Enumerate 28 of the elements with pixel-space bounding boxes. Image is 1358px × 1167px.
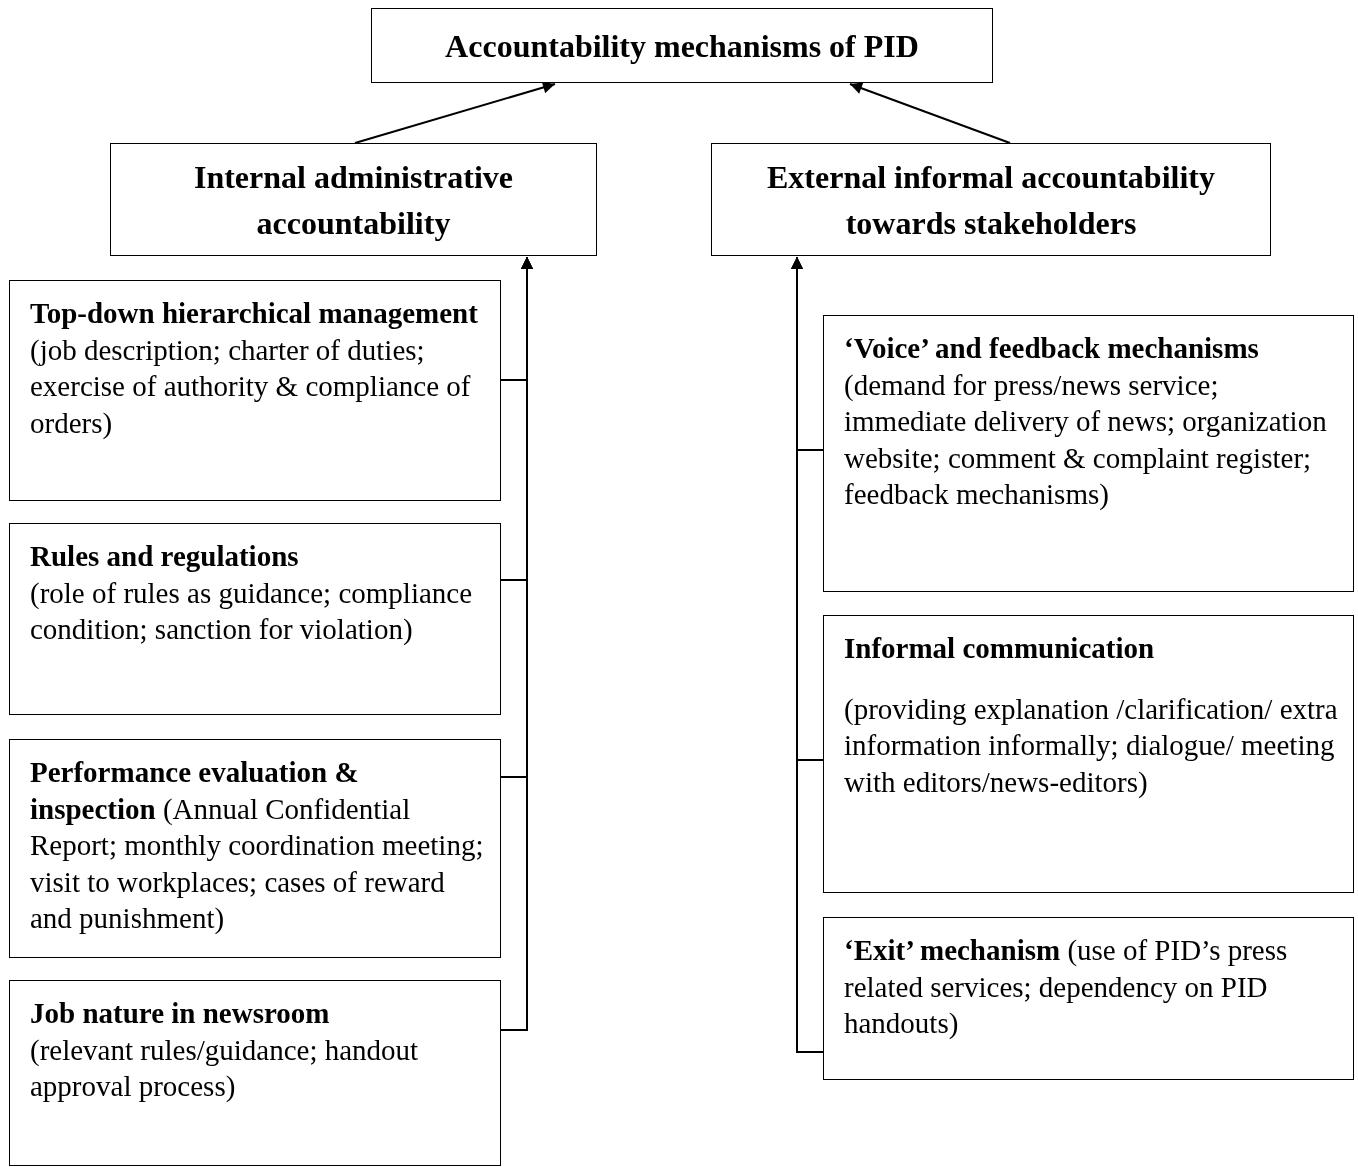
item-box (9, 739, 501, 958)
arrow (354, 81, 556, 144)
item-heading: Informal communication (844, 631, 1156, 666)
item-description: (relevant rules/guidance; handout approval process) (30, 1032, 420, 1104)
item-description: Performance evaluation & inspection (Annual Confidential Report; monthly coordination meeting; visit to workplaces; cases of reward and punishment) (30, 755, 485, 936)
item-description: Top-down hierarchical management (job description; charter of duties; exercise of authority & compliance of orders) (30, 296, 479, 441)
item-box (823, 615, 1354, 893)
item-heading: ‘Voice’ and feedback mechanisms (844, 331, 1260, 366)
item-description: (role of rules as guidance; compliance condition; sanction for violation) (30, 575, 474, 647)
heading-text: Accountability mechanisms of PID (445, 26, 919, 66)
item-box (823, 315, 1354, 592)
item-heading: Rules and regulations (30, 539, 300, 574)
heading-box (711, 143, 1271, 256)
arrow (849, 82, 1011, 144)
heading-text: External informal accountability towards stakeholders (766, 157, 1216, 243)
item-description: ‘Exit’ mechanism (use of PID’s press related services; dependency on PID handouts) (844, 933, 1289, 1041)
heading-box (371, 8, 993, 83)
heading-text: Internal administrative accountability (192, 157, 515, 243)
arrow (500, 256, 533, 1031)
item-box (9, 523, 501, 715)
arrow (791, 256, 824, 1053)
item-description: (demand for press/news service; immediate delivery of news; organization website; comment & complaint register; feedback mechanisms) (844, 367, 1328, 512)
item-description: (providing explanation /clarification/ extra information informally; dialogue/ meeting with editors/news-editors) (844, 691, 1339, 800)
item-box (823, 917, 1354, 1080)
item-box (9, 980, 501, 1166)
heading-box (110, 143, 597, 256)
item-heading: Job nature in newsroom (30, 996, 331, 1031)
item-box (9, 280, 501, 501)
